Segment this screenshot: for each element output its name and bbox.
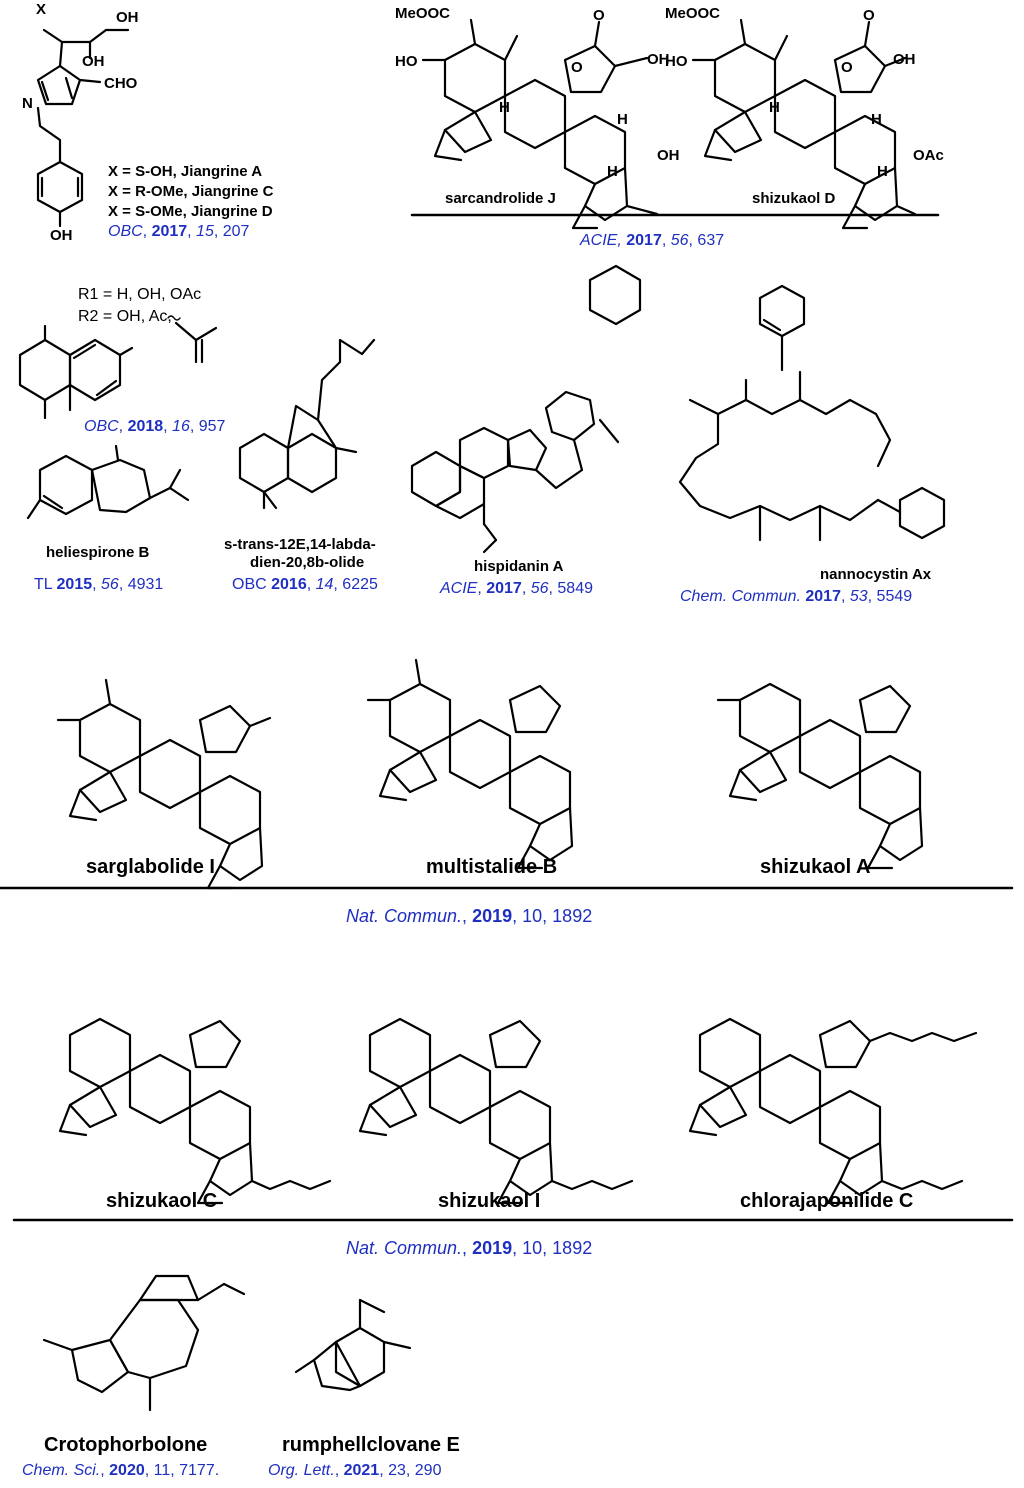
sarcandrolide-j-structure: MeOOC HO O O OH OH H H H	[395, 5, 680, 230]
nannocystin-ax-citation: Chem. Commun. 2017, 53, 5549	[680, 588, 913, 605]
nannocystin-ax-label: nannocystin Ax	[820, 566, 932, 583]
svg-text:OH: OH	[82, 53, 105, 70]
jiangrine-label-a: X = S-OH, Jiangrine A	[108, 163, 263, 180]
r-compound-citation: OBC, 2018, 16, 957	[84, 418, 226, 435]
labdadienolide-structure	[238, 338, 376, 510]
svg-text:O: O	[841, 59, 853, 76]
crotophorbolone-structure	[42, 1274, 246, 1412]
shizukaol-d-label: shizukaol D	[752, 190, 836, 207]
svg-text:HO: HO	[395, 53, 418, 70]
multistalide-b-structure	[366, 658, 574, 870]
svg-text:O: O	[863, 7, 875, 24]
svg-text:O: O	[571, 59, 583, 76]
svg-text:HO: HO	[665, 53, 688, 70]
svg-text:MeOOC: MeOOC	[665, 5, 720, 22]
heliespirone-b-citation: TL 2015, 56, 4931	[34, 576, 164, 593]
svg-text:N: N	[22, 95, 33, 112]
svg-text:H: H	[769, 99, 780, 116]
rumphellclovane-e-citation: Org. Lett., 2021, 23, 290	[268, 1462, 442, 1479]
svg-text:OH: OH	[116, 9, 139, 26]
shizukaol-i-label: shizukaol I	[438, 1190, 541, 1212]
jiangrine-citation: OBC, 2017, 15, 207	[108, 223, 250, 240]
heliespirone-b-label: heliespirone B	[46, 544, 150, 561]
shizukaol-c-label: shizukaol C	[106, 1190, 218, 1212]
chlorajaponilide-c-label: chlorajaponilide C	[740, 1190, 914, 1212]
heliespirone-b-structure	[26, 444, 190, 520]
natcommun-citation-1: Nat. Commun., 2019, 10, 1892	[346, 906, 593, 926]
acie-2017-citation: ACIE, 2017, 56, 637	[580, 232, 725, 249]
natcommun-citation-2: Nat. Commun., 2019, 10, 1892	[346, 1238, 593, 1258]
svg-text:CHO: CHO	[104, 75, 138, 92]
svg-text:OH: OH	[893, 51, 916, 68]
shizukaol-i-structure	[358, 1017, 634, 1205]
svg-text:H: H	[607, 163, 618, 180]
sarglabolide-i-label: sarglabolide I	[86, 856, 215, 878]
r-compound-structure	[18, 315, 218, 420]
shizukaol-a-label: shizukaol A	[760, 856, 871, 878]
crotophorbolone-label: Crotophorbolone	[44, 1434, 208, 1456]
r1-definition: R1 = H, OH, OAc	[78, 286, 202, 303]
sarcandrolide-j-label: sarcandrolide J	[445, 190, 556, 207]
hispidanin-a-label: hispidanin A	[474, 558, 564, 575]
svg-text:MeOOC: MeOOC	[395, 5, 450, 22]
svg-text:OH: OH	[647, 51, 670, 68]
chlorajaponilide-c-structure	[688, 1017, 978, 1205]
svg-text:OH: OH	[657, 147, 680, 164]
nannocystin-ax-structure	[678, 284, 946, 542]
shizukaol-c-structure	[58, 1017, 332, 1205]
svg-text:X: X	[36, 1, 46, 18]
svg-text:H: H	[499, 99, 510, 116]
svg-text:OH: OH	[50, 227, 73, 244]
svg-text:H: H	[617, 111, 628, 128]
crotophorbolone-citation: Chem. Sci., 2020, 11, 7177.	[22, 1462, 220, 1479]
shizukaol-d-structure: MeOOC HO O O OH OAc H H H	[665, 5, 944, 230]
jiangrine-label-d: X = S-OMe, Jiangrine D	[108, 203, 273, 220]
r2-definition: R2 = OH, Ac,	[78, 308, 172, 325]
labdadienolide-label-line1: s-trans-12E,14-labda-	[224, 536, 376, 553]
jiangrine-label-c: X = R-OMe, Jiangrine C	[108, 183, 274, 200]
rumphellclovane-e-structure	[294, 1298, 412, 1392]
labdadienolide-citation: OBC 2016, 14, 6225	[232, 576, 378, 593]
svg-text:O: O	[593, 7, 605, 24]
hispidanin-a-citation: ACIE, 2017, 56, 5849	[440, 580, 593, 597]
rumphellclovane-e-label: rumphellclovane E	[282, 1434, 460, 1456]
svg-text:H: H	[871, 111, 882, 128]
multistalide-b-label: multistalide B	[426, 856, 558, 878]
shizukaol-a-structure	[716, 682, 924, 870]
hispidanin-a-structure	[410, 264, 642, 554]
jiangrine-structure: X OH OH CHO N OH	[22, 1, 139, 244]
svg-text:OAc: OAc	[913, 147, 944, 164]
labdadienolide-label-line2: dien-20,8b-olide	[250, 554, 365, 571]
svg-text:H: H	[877, 163, 888, 180]
